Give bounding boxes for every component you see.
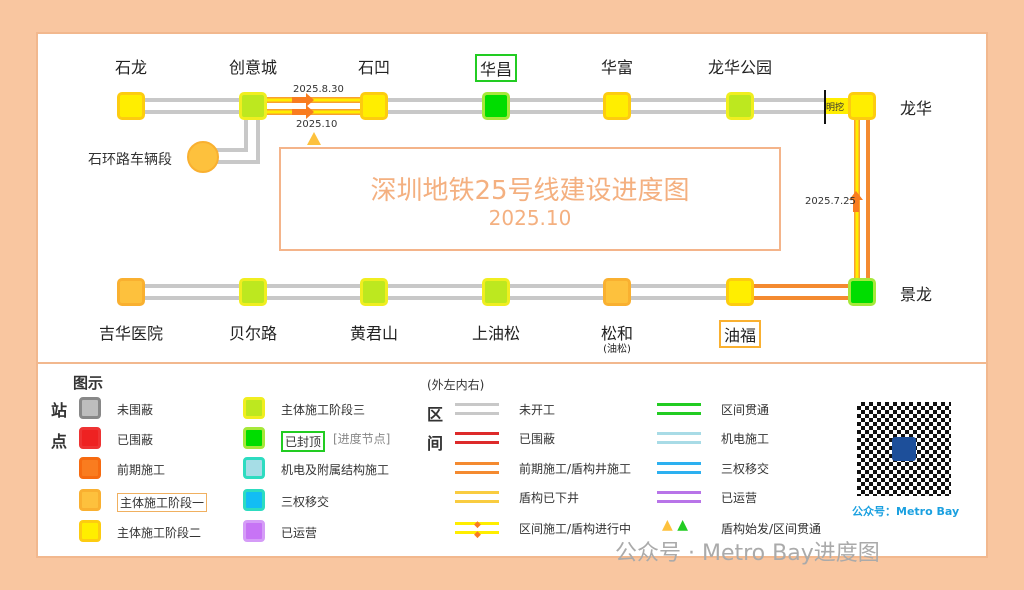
legend-swatch-unfenced: [79, 397, 101, 419]
legend-node-note: [进度节点]: [333, 432, 391, 446]
tunnel-section-longhua-jinglong: [849, 110, 870, 290]
station-label: 创意城: [228, 58, 278, 77]
station-label: 黄君山: [349, 324, 399, 343]
legend-label: 已围蔽: [117, 433, 154, 447]
legend-swatch-stage2: [79, 520, 101, 542]
legend-label: 已运营: [721, 491, 758, 505]
legend-label: 前期施工: [117, 463, 166, 477]
station-贝尔路[interactable]: [239, 278, 267, 306]
station-label: 上油松: [471, 324, 521, 343]
legend-label: 主体施工阶段一: [117, 493, 208, 512]
station-sublabel: (油松): [603, 344, 631, 355]
legend-line-swatch: [657, 462, 701, 465]
legend-swatch-handover: [243, 489, 265, 511]
station-龙华公园[interactable]: [726, 92, 754, 120]
legend-heading: 点: [51, 432, 68, 451]
legend-swatch-fenced: [79, 427, 101, 449]
legend-label: 未围蔽: [117, 403, 154, 417]
legend-label: 已运营: [281, 526, 318, 540]
legend-line-swatch: [657, 432, 701, 435]
station-label: 松和: [600, 324, 634, 343]
page-title: 深圳地铁25号线建设进度图: [370, 176, 690, 206]
station-label: 华富: [600, 58, 634, 77]
station-油福[interactable]: [726, 278, 754, 306]
legend-label: 区间施工/盾构进行中: [519, 522, 632, 536]
legend-line-swatch: [455, 462, 499, 465]
triangle-icons: ▲ ▲: [662, 517, 689, 533]
legend-label: 已封顶: [281, 431, 326, 452]
legend-swatch-stage3: [243, 397, 265, 419]
annotation: 2025.7.25: [805, 196, 856, 207]
station-黄君山[interactable]: [360, 278, 388, 306]
legend-line-swatch: [455, 491, 499, 494]
legend-swatch-operating: [243, 520, 265, 542]
legend-label: 已围蔽: [519, 432, 556, 446]
legend-label: 机电施工: [721, 432, 770, 446]
legend-label: 未开工: [519, 403, 556, 417]
legend-heading: 站: [51, 401, 68, 420]
legend-note: (外左内右): [427, 378, 485, 392]
station-label: 石凹: [357, 58, 391, 77]
station-label: 吉华医院: [98, 324, 164, 343]
station-label: 油福: [718, 320, 762, 348]
legend-label: 盾构始发/区间贯通: [721, 522, 822, 536]
legend-label: 主体施工阶段三: [281, 403, 366, 417]
station-label: 华昌: [474, 54, 518, 82]
legend-line-swatch: [455, 522, 499, 525]
depot-label: 石环路车辆段: [88, 152, 172, 168]
legend-swatch-stage1: [79, 489, 101, 511]
station-label: 贝尔路: [228, 324, 278, 343]
station-松和[interactable]: [603, 278, 631, 306]
legend-line-swatch: [455, 403, 499, 406]
legend-heading: 区: [427, 405, 444, 424]
station-华富[interactable]: [603, 92, 631, 120]
station-label: 景龙: [899, 285, 933, 304]
tunnel-section-chuangyi-shiao: [253, 93, 374, 145]
page-date: 2025.10: [488, 206, 572, 230]
qr-caption: 公众号：Metro Bay: [852, 505, 960, 518]
station-景龙[interactable]: [848, 278, 876, 306]
station-label: 龙华公园: [707, 58, 773, 77]
annotation: 2025.8.30: [293, 84, 344, 95]
pre-construction-section: [740, 284, 862, 300]
station-label: 龙华: [899, 99, 933, 118]
legend-label: 区间贯通: [721, 403, 770, 417]
legend-line-swatch: [657, 491, 701, 494]
legend-label: 三权移交: [281, 495, 330, 509]
legend-label: 机电及附属结构施工: [281, 463, 390, 477]
legend-swatch-mep: [243, 457, 265, 479]
station-吉华医院[interactable]: [117, 278, 145, 306]
qr-code: [857, 402, 951, 496]
title-box: [279, 147, 781, 251]
watermark: 公众号 · Metro Bay进度图: [615, 541, 880, 566]
depot-station: [187, 141, 219, 173]
legend-swatch-pre: [79, 457, 101, 479]
legend-line-swatch: [455, 432, 499, 435]
annotation: 2025.10: [296, 119, 338, 130]
annotation: 明挖: [826, 103, 845, 113]
station-label: 石龙: [114, 58, 148, 77]
shield-arrow-icon: [849, 191, 863, 212]
station-上油松[interactable]: [482, 278, 510, 306]
station-华昌[interactable]: [482, 92, 510, 120]
station-石龙[interactable]: [117, 92, 145, 120]
legend-label: 盾构已下井: [519, 491, 580, 505]
shield-arrow-icon: [292, 93, 314, 107]
shield-arrow-icon: [292, 105, 314, 119]
legend-title: 图示: [73, 374, 104, 392]
legend-line-swatch: [657, 403, 701, 406]
legend-swatch-topped: [243, 427, 265, 449]
station-创意城[interactable]: [239, 92, 267, 120]
legend-label: 主体施工阶段二: [117, 526, 202, 540]
station-石凹[interactable]: [360, 92, 388, 120]
legend-label: 三权移交: [721, 462, 770, 476]
cut-cover-section: [825, 98, 855, 114]
legend-label: 前期施工/盾构井施工: [519, 462, 632, 476]
legend-heading: 间: [427, 434, 444, 453]
shield-launch-triangle-icon: [307, 132, 321, 145]
station-龙华[interactable]: [848, 92, 876, 120]
map-frame: [36, 32, 988, 558]
